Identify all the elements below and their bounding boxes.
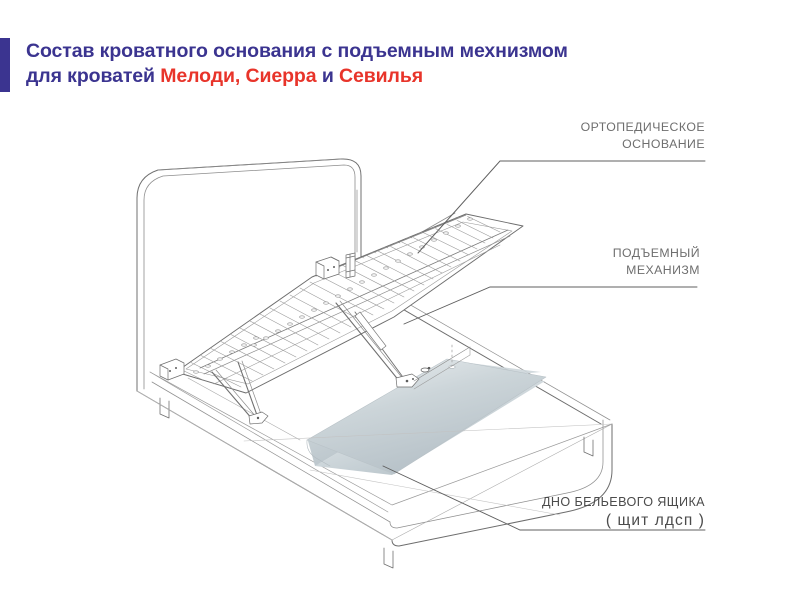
brand-names-a: Мелоди, Сиерра: [160, 65, 317, 87]
page-title: Состав кроватного основания с подъемным …: [0, 38, 760, 92]
title-line-2: для кроватей Мелоди, Сиерра и Севилья: [26, 64, 568, 89]
title-text: Состав кроватного основания с подъемным …: [26, 38, 568, 92]
callout-orthopedic-base: ОРТОПЕДИЧЕСКОЕ ОСНОВАНИЕ: [455, 119, 705, 152]
title-line-1: Состав кроватного основания с подъемным …: [26, 40, 568, 62]
leader-line-lift: [403, 286, 698, 325]
callout-lift-line-2: МЕХАНИЗМ: [626, 262, 700, 277]
leader-line-orthopedic: [417, 160, 706, 254]
brand-names-b: Севилья: [339, 65, 423, 87]
callout-orthopedic-line-2: ОСНОВАНИЕ: [622, 136, 705, 151]
title-line-2-prefix: для кроватей: [26, 65, 161, 87]
callout-drawer-bottom: ДНО БЕЛЬЕВОГО ЯЩИКА ( щит лдсп ): [400, 494, 705, 529]
callout-orthopedic-line-1: ОРТОПЕДИЧЕСКОЕ: [580, 120, 705, 134]
callout-lift-mechanism: ПОДЪЕМНЫЙ МЕХАНИЗМ: [455, 245, 700, 278]
callout-drawer-line-2: ( щит лдсп ): [605, 512, 705, 529]
callout-lift-line-1: ПОДЪЕМНЫЙ: [612, 246, 700, 260]
title-accent-bar: [0, 38, 10, 92]
callout-drawer-line-1: ДНО БЕЛЬЕВОГО ЯЩИКА: [542, 495, 705, 509]
title-conjunction: и: [316, 65, 340, 87]
